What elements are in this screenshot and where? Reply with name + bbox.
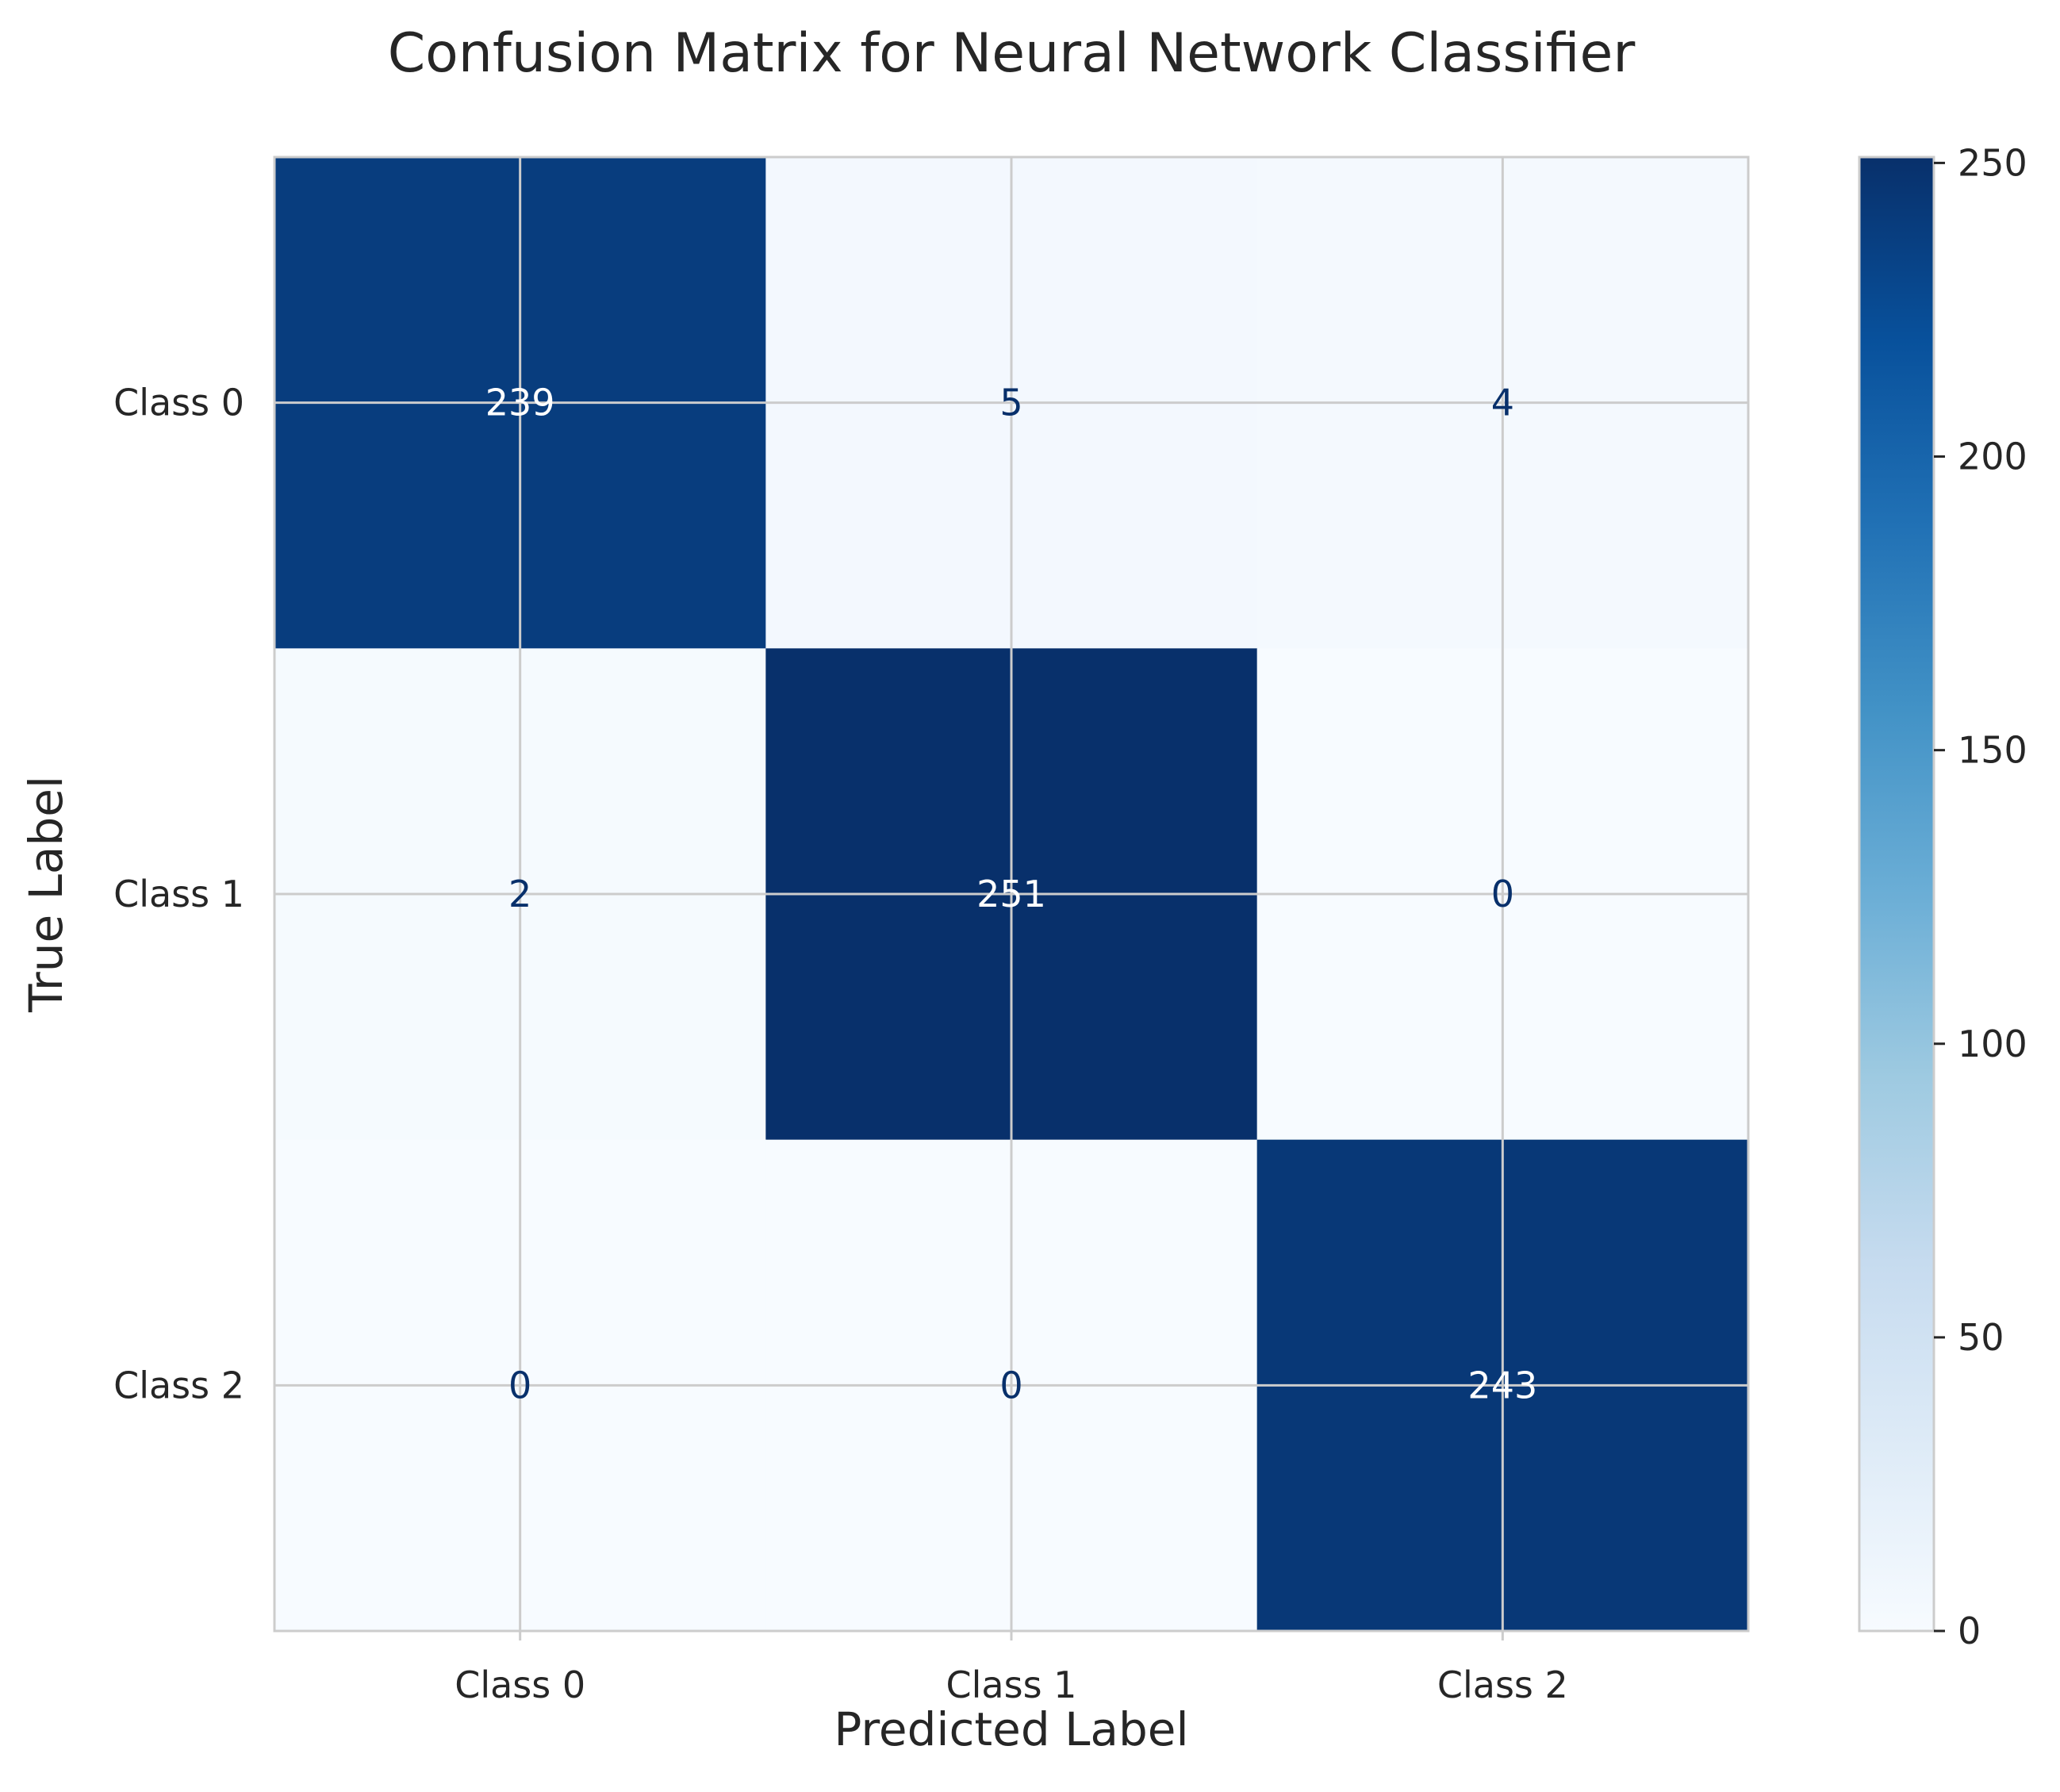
y-axis-label: True Label xyxy=(19,776,73,1013)
cell-value-r1-c1: 251 xyxy=(976,873,1046,915)
colorbar-tick-labels: 0 50 100 150 200 250 xyxy=(1934,141,2027,1652)
cell-value-r2-c1: 0 xyxy=(999,1364,1022,1406)
colorbar-tick-label: 250 xyxy=(1958,141,2027,184)
colorbar xyxy=(1858,155,1935,1633)
colorbar-tick-label: 200 xyxy=(1958,436,2027,478)
cell-value-r2-c2: 243 xyxy=(1467,1364,1537,1406)
cell-value-r1-c0: 2 xyxy=(508,873,531,915)
x-tick-labels: Class 0 Class 1 Class 2 xyxy=(455,1631,1568,1706)
y-tick-label: Class 0 xyxy=(113,382,244,424)
colorbar-tick-label: 50 xyxy=(1958,1316,2004,1359)
x-tick-label: Class 1 xyxy=(946,1663,1077,1706)
y-tick-labels: Class 0 Class 1 Class 2 xyxy=(113,382,244,1407)
cell-value-r0-c2: 4 xyxy=(1491,382,1514,424)
x-tick-label: Class 2 xyxy=(1437,1663,1568,1706)
colorbar-tick-label: 150 xyxy=(1958,729,2027,772)
x-tick-label: Class 0 xyxy=(455,1663,585,1706)
colorbar-tick-label: 0 xyxy=(1958,1610,1981,1652)
cell-value-r0-c1: 5 xyxy=(999,382,1022,424)
y-tick-label: Class 1 xyxy=(113,873,244,915)
grid-lines xyxy=(274,157,1748,1631)
cell-value-r1-c2: 0 xyxy=(1491,873,1514,915)
cell-value-r2-c0: 0 xyxy=(508,1364,531,1406)
cell-value-r0-c0: 239 xyxy=(485,382,555,424)
colorbar-tick-label: 100 xyxy=(1958,1023,2027,1065)
cell-value-labels: 239 5 4 2 251 0 0 0 243 xyxy=(485,382,1537,1407)
y-tick-label: Class 2 xyxy=(113,1364,244,1406)
chart-title: Confusion Matrix for Neural Network Clas… xyxy=(388,22,1636,85)
x-axis-label: Predicted Label xyxy=(834,1702,1188,1756)
